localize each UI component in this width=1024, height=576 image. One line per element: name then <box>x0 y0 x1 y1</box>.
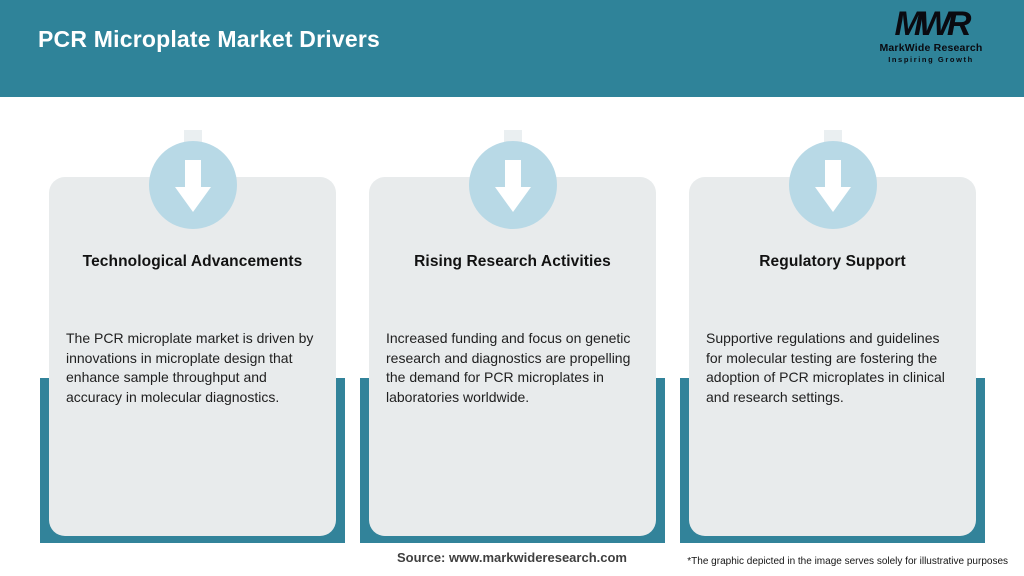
logo-company-name: MarkWide Research <box>879 42 983 54</box>
markwide-research-logo: MWR MarkWide Research Inspiring Growth <box>866 4 996 64</box>
header-bar: PCR Microplate Market Drivers MWR MarkWi… <box>0 0 1024 97</box>
driver-card-regulatory-support: Regulatory Support Supportive regulation… <box>680 130 985 543</box>
logo-mark-icon: MWR <box>894 5 972 43</box>
driver-card-technological-advancements: Technological Advancements The PCR micro… <box>40 130 345 543</box>
arrow-stem-notch <box>183 130 202 144</box>
disclaimer-text: *The graphic depicted in the image serve… <box>687 556 1008 567</box>
card-body: Technological Advancements The PCR micro… <box>49 177 336 536</box>
down-arrow-icon <box>788 141 877 229</box>
card-title: Technological Advancements <box>82 253 303 270</box>
card-body: Regulatory Support Supportive regulation… <box>689 177 976 536</box>
page-title: PCR Microplate Market Drivers <box>38 26 380 52</box>
logo-tagline: Inspiring Growth <box>888 55 974 64</box>
driver-card-rising-research-activities: Rising Research Activities Increased fun… <box>360 130 665 543</box>
down-arrow-icon <box>148 141 237 229</box>
card-title: Rising Research Activities <box>414 253 611 270</box>
card-description: The PCR microplate market is driven by i… <box>66 330 314 405</box>
arrow-stem-notch <box>823 130 842 144</box>
card-body: Rising Research Activities Increased fun… <box>369 177 656 536</box>
card-description: Increased funding and focus on genetic r… <box>386 330 631 405</box>
card-title: Regulatory Support <box>759 253 906 270</box>
down-arrow-icon <box>468 141 557 229</box>
source-text: Source: www.markwideresearch.com <box>396 550 627 565</box>
arrow-stem-notch <box>503 130 522 144</box>
card-description: Supportive regulations and guidelines fo… <box>706 330 945 405</box>
